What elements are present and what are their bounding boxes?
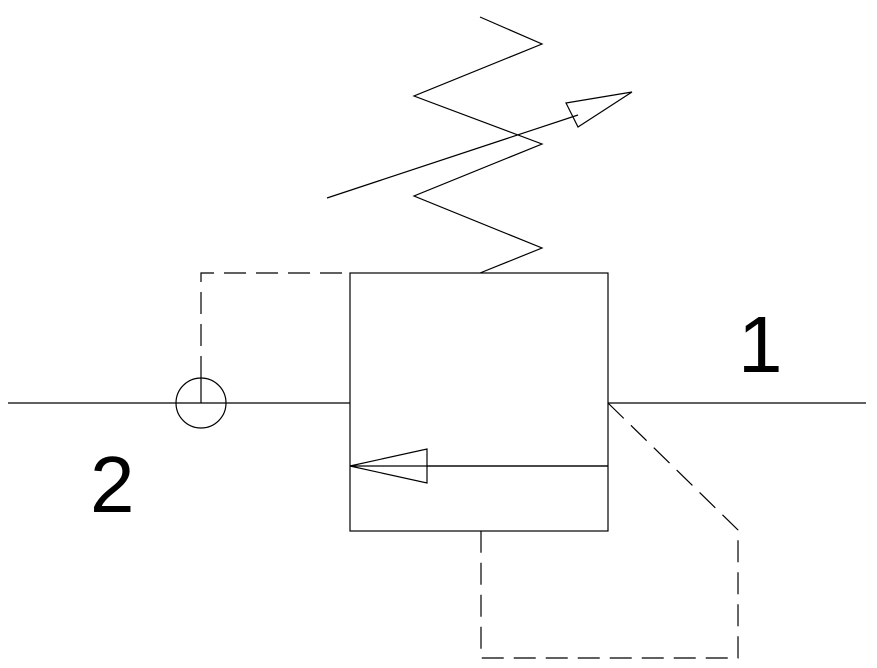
port-2-label: 2 [90, 440, 135, 529]
adjustment-arrow-line [326, 114, 579, 199]
spring [412, 16, 544, 274]
adjustment-arrow-head [565, 91, 633, 128]
valve-body [349, 272, 609, 532]
port-1-label: 1 [738, 300, 783, 389]
pilot-line-top [200, 272, 350, 378]
flow-arrow-head [349, 448, 428, 484]
pilot-line-right [480, 402, 739, 659]
